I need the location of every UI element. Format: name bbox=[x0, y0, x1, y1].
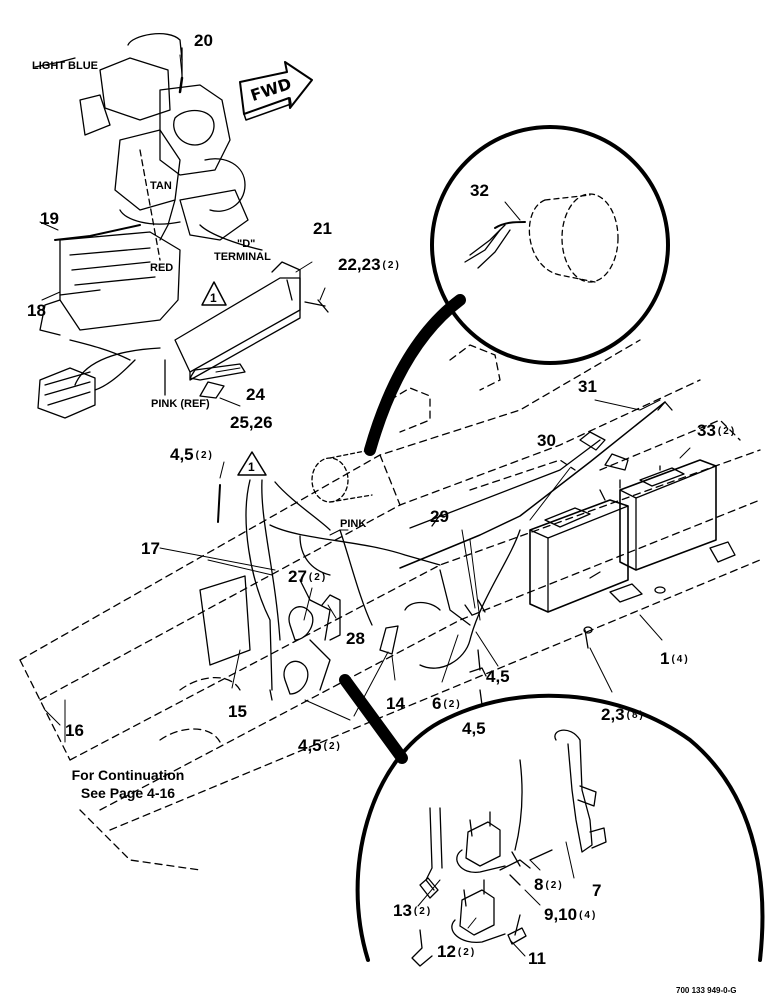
callout-27-qty: (2) bbox=[308, 572, 328, 583]
callout-13-qty: (2) bbox=[413, 906, 433, 917]
continuation-line-2: See Page 4-16 bbox=[80, 785, 176, 801]
callout-8: 8(2) bbox=[534, 876, 564, 893]
callout-8-qty: (2) bbox=[545, 880, 564, 891]
callout-4-5-lower-qty: (2) bbox=[323, 741, 342, 752]
bracket-assembly bbox=[174, 261, 329, 399]
callout-11: 11 bbox=[528, 949, 546, 968]
callout-8-num: 8 bbox=[534, 875, 544, 894]
callout-2-3-qty: (8) bbox=[626, 710, 645, 721]
frame bbox=[19, 339, 761, 871]
callout-12: 12(2) bbox=[437, 943, 476, 960]
callout-4-5-upper-num: 4,5 bbox=[170, 445, 194, 464]
callout-20: 20 bbox=[194, 31, 213, 50]
callout-18: 18 bbox=[27, 301, 46, 320]
callout-25-26: 25,26 bbox=[230, 413, 273, 432]
callout-27-num: 27 bbox=[288, 567, 307, 586]
callout-15: 15 bbox=[228, 702, 247, 721]
callout-28: 28 bbox=[346, 629, 365, 648]
callout-21: 21 bbox=[313, 219, 332, 238]
note-triangle-icon bbox=[201, 281, 227, 306]
callout-31: 31 bbox=[578, 377, 597, 396]
callout-7: 7 bbox=[592, 881, 602, 900]
callout-9-10-qty: (4) bbox=[579, 910, 598, 921]
callout-19: 19 bbox=[40, 209, 59, 228]
callout-29: 29 bbox=[430, 507, 449, 526]
label-terminal: TERMINAL bbox=[214, 251, 271, 263]
callout-1: 1(4) bbox=[660, 650, 690, 667]
battery-assembly bbox=[399, 401, 736, 669]
label-light-blue: LIGHT BLUE bbox=[32, 60, 98, 72]
callout-9-10-num: 9,10 bbox=[544, 905, 578, 924]
callout-33-num: 33 bbox=[697, 421, 716, 440]
callout-13: 13(2) bbox=[393, 902, 432, 919]
callout-24: 24 bbox=[246, 385, 265, 404]
label-pink: PINK bbox=[340, 518, 367, 530]
engine-assembly bbox=[37, 33, 249, 419]
callout-6: 6(2) bbox=[432, 695, 462, 712]
callout-4-5-upper: 4,5(2) bbox=[170, 446, 214, 463]
callout-2-3: 2,3(8) bbox=[601, 706, 645, 723]
wiring-harness bbox=[199, 479, 487, 706]
callout-4-5-lower: 4,5(2) bbox=[298, 737, 342, 754]
callout-33: 33(2) bbox=[697, 422, 736, 439]
callout-4-5-upper-qty: (2) bbox=[195, 450, 214, 461]
tube-roll bbox=[311, 449, 373, 503]
label-red: RED bbox=[150, 262, 174, 274]
detail-circle-top bbox=[364, 125, 670, 456]
callout-1-qty: (4) bbox=[671, 654, 690, 665]
callout-27: 27(2) bbox=[288, 568, 327, 585]
detail-pointer bbox=[339, 674, 408, 764]
fwd-arrow-icon bbox=[239, 61, 313, 121]
callout-32: 32 bbox=[470, 181, 489, 200]
callout-2-3-num: 2,3 bbox=[601, 705, 625, 724]
callout-30: 30 bbox=[537, 431, 556, 450]
triangle-note-lower: 1 bbox=[248, 460, 255, 474]
callout-4-5-right: 4,5 bbox=[486, 667, 510, 686]
callout-9-10: 9,10(4) bbox=[544, 906, 597, 923]
callout-4-5-lower-num: 4,5 bbox=[298, 736, 322, 755]
figure-number: 700 133 949-0-G bbox=[676, 986, 737, 995]
callout-22-23-qty: (2) bbox=[382, 260, 401, 271]
callout-22-23: 22,23(2) bbox=[338, 256, 401, 273]
callout-4-5-bottom: 4,5 bbox=[462, 719, 486, 738]
callout-13-num: 13 bbox=[393, 901, 412, 920]
continuation-line-1: For Continuation bbox=[71, 767, 185, 783]
callout-6-num: 6 bbox=[432, 694, 442, 713]
note-triangle-icon-2 bbox=[237, 451, 267, 476]
callout-1-num: 1 bbox=[660, 649, 670, 668]
callout-14: 14 bbox=[386, 694, 405, 713]
label-pink-ref: PINK (REF) bbox=[151, 398, 210, 410]
callout-12-qty: (2) bbox=[457, 947, 477, 958]
callout-12-num: 12 bbox=[437, 942, 456, 961]
callout-6-qty: (2) bbox=[443, 699, 462, 710]
callout-16: 16 bbox=[65, 721, 84, 740]
label-tan: TAN bbox=[150, 180, 172, 192]
detail-circle-bottom bbox=[355, 693, 765, 967]
leader-lines bbox=[39, 54, 691, 743]
callout-22-23-num: 22,23 bbox=[338, 255, 381, 274]
triangle-note-upper: 1 bbox=[210, 291, 217, 305]
continuation-note: For Continuation See Page 4-16 bbox=[48, 766, 208, 802]
callout-17: 17 bbox=[141, 539, 160, 558]
callout-33-qty: (2) bbox=[717, 426, 737, 437]
label-d-quote: "D" bbox=[237, 238, 256, 250]
